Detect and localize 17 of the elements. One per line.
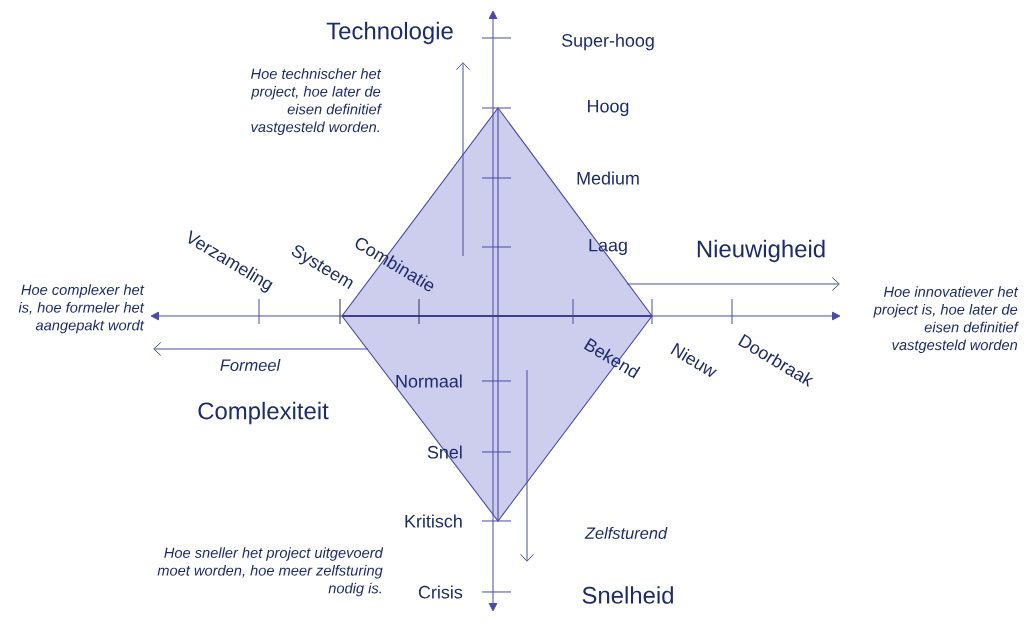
tick-label: Normaal (396, 374, 462, 388)
arrow-label: Zelfsturend (584, 526, 668, 540)
tick-label: Hoog (588, 99, 629, 116)
note-text: Hoe innovatiever het project is, hoe later de eisen definitief vastgesteld worden (873, 286, 1020, 354)
axis-title: Nieuwigheid (697, 239, 825, 263)
note-text: Hoe technischer het project, hoe later de eisen definitief vastgesteld worden. (251, 68, 383, 136)
note-text: Hoe sneller het project uitgevoerd moet worden, hoe meer zelfsturing nodig is. (157, 547, 384, 597)
tick-label: Kritisch (405, 514, 462, 528)
note-text: Hoe complexer het is, hoe formeler het aangepakt wordt (18, 284, 145, 334)
axis-title: Complexiteit (198, 401, 329, 425)
tick-label: Medium (577, 171, 639, 185)
tick-label: Snel (427, 445, 462, 459)
tick-label: Crisis (418, 585, 463, 599)
axis-title: Technologie (326, 21, 453, 45)
arrow-label: Formeel (220, 358, 281, 371)
tick-label: Super-hoog (561, 33, 654, 51)
axis-title: Snelheid (582, 586, 673, 604)
